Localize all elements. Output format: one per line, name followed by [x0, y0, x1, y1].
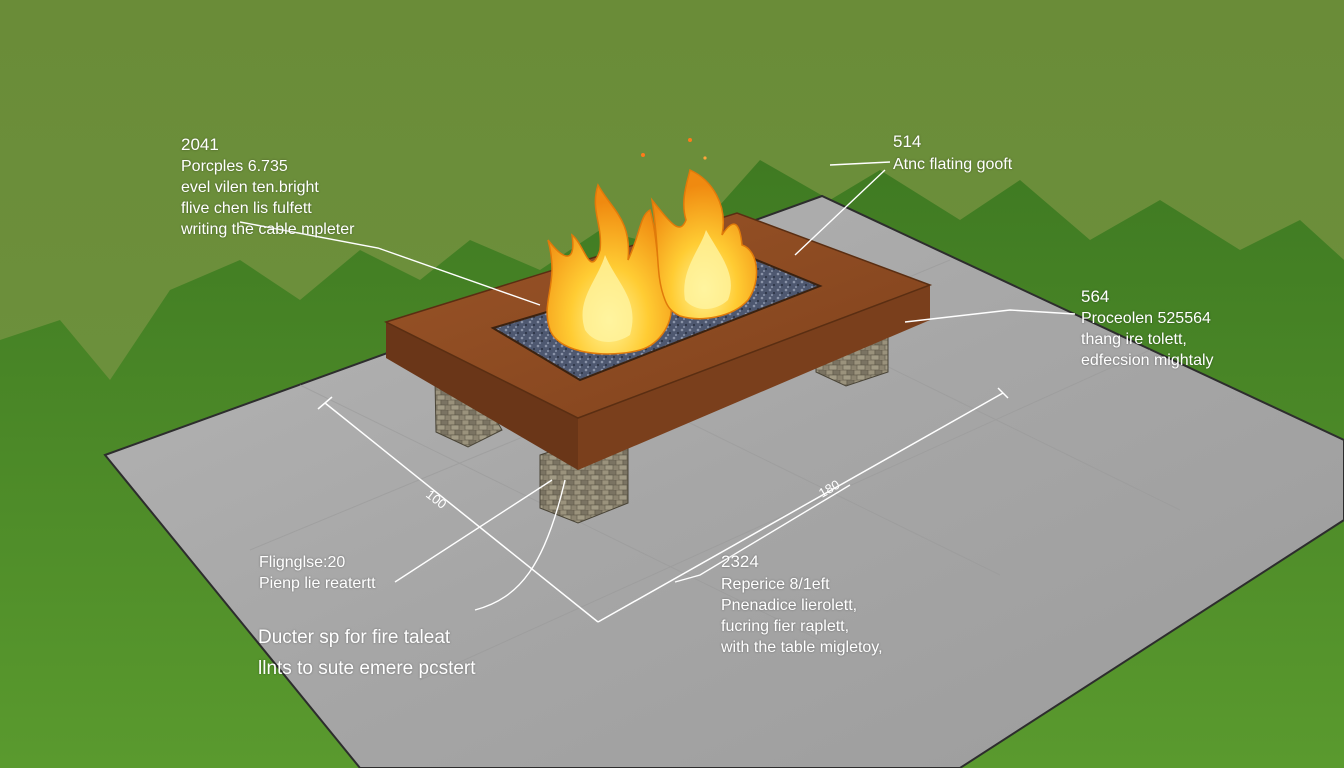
flame-core-left	[582, 255, 633, 342]
dimension-lines	[317, 387, 1009, 623]
annotation-line: Pnenadice lierolett,	[721, 597, 858, 614]
table-top-side-right	[578, 285, 930, 470]
annotation-line: with the table migletoy,	[721, 639, 883, 656]
annotation-line: fucring fier raplett,	[721, 618, 850, 635]
annotation-line: evel vilen ten.bright	[181, 179, 319, 196]
annotation-number: 2324	[721, 552, 759, 571]
annotation-line: llnts to sute emere pcstert	[258, 658, 476, 679]
ember	[703, 156, 707, 160]
leader-right	[904, 309, 1076, 323]
ember	[688, 138, 692, 142]
annotation-top-left: 2041 Porcples 6.735 evel vilen ten.brigh…	[181, 134, 354, 240]
ember	[641, 153, 645, 157]
flame-core-right	[684, 230, 731, 309]
annotation-line: edfecsion mightaly	[1081, 352, 1214, 369]
fire-flames	[546, 138, 758, 355]
annotation-line: Reperice 8/1eft	[721, 576, 830, 593]
leader-lines	[239, 161, 1076, 611]
annotation-line: Atnc flating gooft	[893, 156, 1013, 173]
leader-bottom-left	[394, 479, 553, 583]
concrete-pad	[103, 194, 1344, 768]
annotation-line: Proceolen 525564	[1081, 310, 1211, 327]
annotation-right: 564 Proceolen 525564 thang ire tolett, e…	[1081, 286, 1214, 371]
leader-bottom-center	[674, 484, 851, 583]
annotation-top-center: 514 Atnc flating gooft	[893, 130, 1012, 175]
leader-top-center	[794, 161, 891, 256]
annotation-line: thang ire tolett,	[1081, 331, 1187, 348]
annotation-bottom-center: 2324 Reperice 8/1eft Pnenadice lierolett…	[721, 550, 883, 658]
table-top-side-front	[386, 322, 578, 470]
annotation-line: Pienp lie reatertt	[259, 575, 376, 592]
dimension-line-left	[324, 402, 599, 623]
annotation-line: Flignglse:20	[259, 554, 346, 571]
annotation-line: flive chen lis fulfett	[181, 200, 312, 217]
leader-bottom-left-2	[474, 479, 566, 611]
annotation-number: 564	[1081, 287, 1110, 306]
dimension-tick	[317, 396, 333, 410]
annotation-number: 2041	[181, 135, 219, 154]
dimension-tick	[997, 387, 1009, 399]
annotation-line: Ducter sp for fire taleat	[258, 627, 451, 648]
annotation-line: writing the cable mpleter	[181, 221, 355, 238]
annotation-bottom-left: Flignglse:20 Pienp lie reatertt	[259, 552, 376, 594]
annotation-line: Porcples 6.735	[181, 158, 288, 175]
dimension-line-right	[597, 392, 1004, 623]
annotation-number: 514	[893, 132, 922, 151]
annotation-bottom-left-large: Ducter sp for fire taleat llnts to sute …	[258, 622, 476, 684]
leader-top-left	[239, 221, 541, 306]
